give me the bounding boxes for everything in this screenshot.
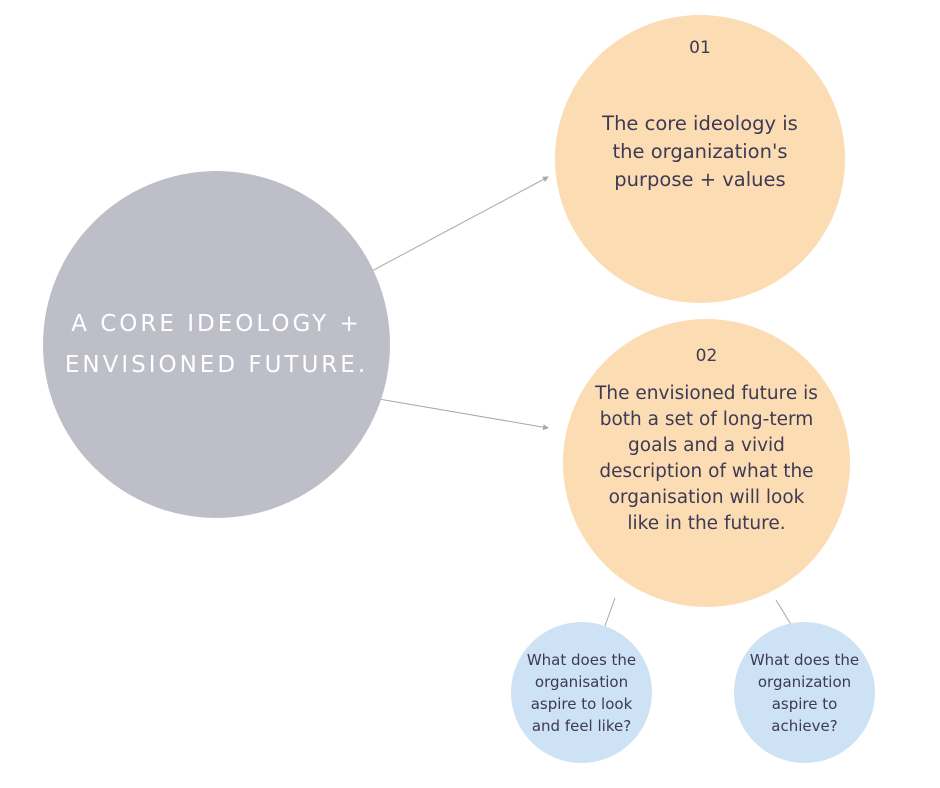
main-concept-line-2: ENVISIONED FUTURE. xyxy=(64,351,369,378)
core-ideology-text: The core ideology is the organization's … xyxy=(602,112,798,191)
main-concept-line-1: A CORE IDEOLOGY + xyxy=(71,310,362,337)
question-look-and-feel-text: What does the organisation aspire to loo… xyxy=(526,650,637,735)
question-bubble-look-and-feel: What does the organisation aspire to loo… xyxy=(511,622,652,763)
envisioned-future-circle: 02 The envisioned future is both a set o… xyxy=(563,319,850,607)
question-bubble-achieve: What does the organization aspire to ach… xyxy=(734,622,875,763)
main-concept-circle: A CORE IDEOLOGY + ENVISIONED FUTURE. xyxy=(43,171,390,518)
circle-number-01: 01 xyxy=(689,38,711,58)
question-achieve-text: What does the organization aspire to ach… xyxy=(749,650,860,735)
circle-number-02: 02 xyxy=(695,346,718,366)
envisioned-future-text: The envisioned future is both a set of l… xyxy=(595,383,818,534)
core-ideology-circle: 01 The core ideology is the organization… xyxy=(555,15,845,303)
